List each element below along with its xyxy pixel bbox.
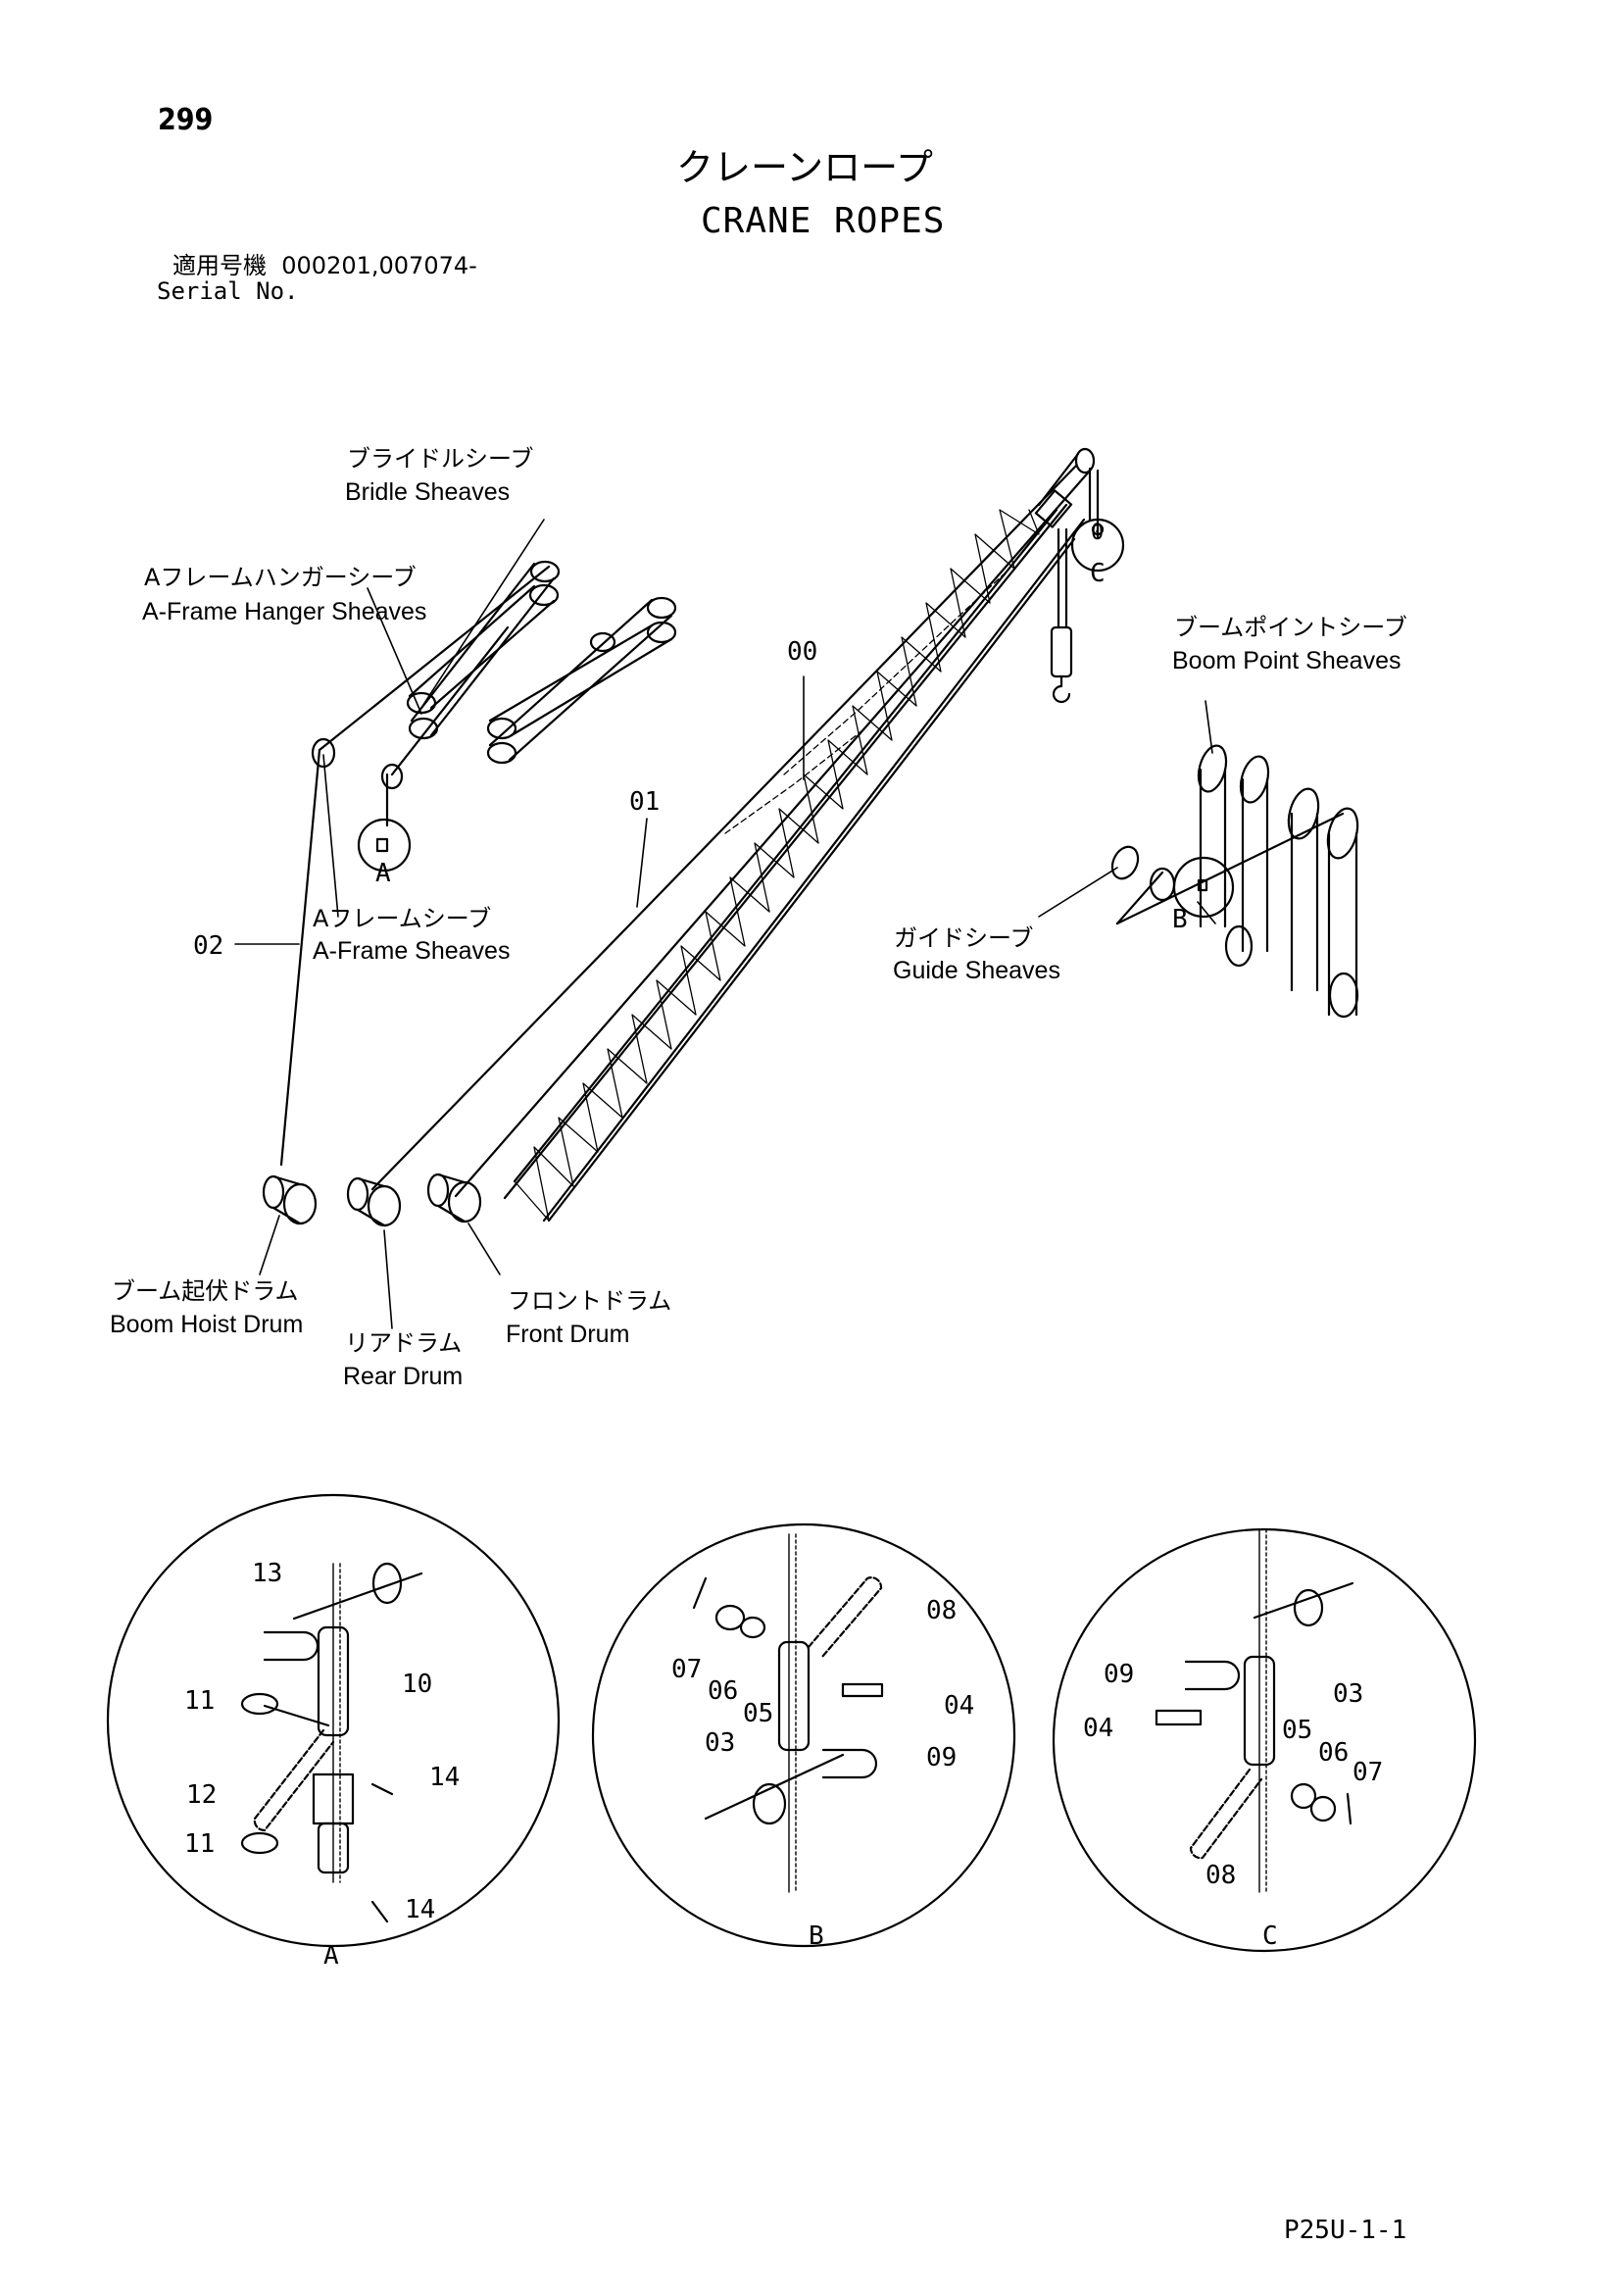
- detail-b-part: 06: [708, 1676, 739, 1706]
- detail-c-part: 04: [1083, 1714, 1114, 1743]
- detail-c-label: C: [1262, 1922, 1278, 1951]
- detail-c-part: 03: [1333, 1679, 1364, 1709]
- title-japanese: クレーンロープ: [676, 146, 933, 189]
- detail-a-part: 11: [184, 1686, 216, 1716]
- callout-a-main: A: [375, 859, 391, 888]
- detail-c-part: 06: [1318, 1738, 1350, 1768]
- detail-b-part: 03: [705, 1728, 736, 1758]
- callout-b-main: B: [1172, 905, 1188, 934]
- callout-00: 00: [787, 637, 818, 667]
- detail-b-part: 08: [926, 1596, 958, 1625]
- footer-code: P25U-1-1: [1284, 2216, 1407, 2245]
- callout-c-main: C: [1090, 559, 1106, 588]
- front-drum-label-en: Front Drum: [506, 1321, 630, 1348]
- detail-c-part: 08: [1205, 1861, 1237, 1890]
- detail-a-part: 12: [186, 1780, 218, 1810]
- bridle-sheaves-label-en: Bridle Sheaves: [345, 478, 511, 506]
- aframe-hanger-label-ja: Aフレームハンガーシーブ: [144, 564, 417, 591]
- detail-b-part: 07: [671, 1655, 703, 1684]
- title-english: CRANE ROPES: [701, 201, 946, 241]
- detail-c-part: 05: [1282, 1716, 1313, 1745]
- front-drum-label-ja: フロントドラム: [508, 1287, 672, 1315]
- detail-c-part: 07: [1352, 1758, 1384, 1787]
- guide-sheaves-label-en: Guide Sheaves: [893, 957, 1060, 984]
- leader-lines: [234, 519, 1216, 1329]
- detail-a-part: 14: [429, 1763, 461, 1792]
- detail-a-circle: [106, 1493, 561, 1948]
- detail-b-circle: [591, 1522, 1016, 1948]
- ropes: [279, 464, 1345, 1198]
- detail-b-part: 05: [743, 1699, 774, 1728]
- detail-a-part: 14: [405, 1895, 436, 1924]
- detail-a-part: 10: [402, 1670, 433, 1699]
- callout-02: 02: [193, 931, 224, 961]
- detail-b-label: B: [809, 1922, 824, 1951]
- detail-c-part: 09: [1104, 1660, 1135, 1689]
- page-number: 299: [158, 103, 214, 137]
- boom-point-sheaves: [1110, 744, 1359, 1019]
- drums: [262, 1173, 482, 1227]
- boom-point-sheaves-label-en: Boom Point Sheaves: [1172, 647, 1402, 674]
- detail-c-circle: [1052, 1527, 1477, 1953]
- serial-label-en: Serial No.: [157, 277, 299, 305]
- serial-value: 000201,007074-: [281, 252, 477, 279]
- serial-label-ja: 適用号機 000201,007074-: [172, 254, 477, 277]
- callout-01: 01: [629, 787, 661, 817]
- detail-a-part: 11: [184, 1829, 216, 1859]
- serial-label-ja-text: 適用号機: [172, 252, 267, 279]
- callout-c-sheave-num: 0: [1091, 521, 1105, 545]
- boom-hoist-drum-label-ja: ブーム起伏ドラム: [112, 1277, 299, 1305]
- rear-drum-label-en: Rear Drum: [343, 1363, 464, 1390]
- boom-point-sheaves-label-ja: ブームポイントシーブ: [1174, 614, 1407, 641]
- detail-b-part: 04: [944, 1691, 975, 1721]
- boom-lattice: [503, 489, 1086, 1223]
- bridle-sheaves-label-ja: ブライドルシーブ: [347, 445, 534, 473]
- aframe-sheaves-label-ja: Aフレームシーブ: [313, 905, 492, 932]
- rear-drum-label-ja: リアドラム: [345, 1329, 463, 1357]
- detail-a-label: A: [323, 1941, 339, 1971]
- guide-sheaves-label-ja: ガイドシーブ: [894, 924, 1034, 952]
- aframe-hanger-label-en: A-Frame Hanger Sheaves: [142, 598, 427, 625]
- detail-b-part: 09: [926, 1743, 958, 1772]
- detail-a-part: 13: [252, 1559, 283, 1588]
- boom-point-and-hook: [1037, 447, 1125, 704]
- boom-hoist-drum-label-en: Boom Hoist Drum: [110, 1311, 304, 1338]
- aframe-sheaves-label-en: A-Frame Sheaves: [313, 937, 511, 965]
